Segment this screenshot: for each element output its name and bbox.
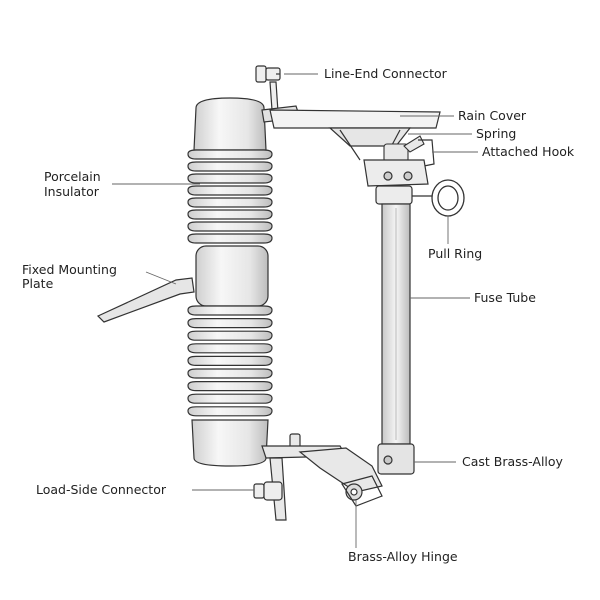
label-rain-cover: Rain Cover [458,108,527,123]
insulator-shed [187,161,273,172]
cast-brass-alloy-fitting [377,443,415,475]
insulator-shed [187,368,273,379]
label-porcelain-insulator-line1: Porcelain [44,169,101,184]
leader-lines [112,73,478,548]
insulator-shed [187,355,273,366]
insulator-shed [187,393,273,404]
label-attached-hook: Attached Hook [482,144,575,159]
rain-cover [269,109,441,161]
label-pull-ring: Pull Ring [428,246,483,261]
fixed-mounting-plate [96,277,195,323]
line-end-connector [255,65,281,113]
insulator-shed [187,197,273,208]
insulator-shed [187,381,273,392]
label-brass-alloy-hinge: Brass-Alloy Hinge [348,549,458,564]
label-spring: Spring [476,126,517,141]
insulator-shed [187,149,273,160]
load-side-connector [253,481,283,501]
insulator-shed [187,209,273,220]
label-porcelain-insulator-line2: Insulator [44,184,99,199]
insulator-shed [187,173,273,184]
upper-contact [363,159,429,205]
insulator-shed [187,343,273,354]
label-fixed-mounting-plate-line2: Plate [22,276,54,291]
insulator-shed [187,185,273,196]
insulator-shed [187,330,273,341]
label-load-side-connector: Load-Side Connector [36,482,166,497]
label-line-end-connector: Line-End Connector [324,66,447,81]
insulator-shed [187,305,273,316]
insulator-shed [187,406,273,417]
lower-bracket [261,433,383,521]
insulator-shed [187,221,273,232]
insulator-shed [187,233,273,244]
label-fuse-tube: Fuse Tube [474,290,536,305]
porcelain-insulator [187,97,273,467]
label-cast-brass-alloy: Cast Brass-Alloy [462,454,563,469]
fuse-tube [381,203,411,445]
pull-ring [412,179,465,217]
insulator-shed [187,318,273,329]
brass-alloy-hinge [341,475,383,507]
label-fixed-mounting-plate-line1: Fixed Mounting [22,262,117,277]
